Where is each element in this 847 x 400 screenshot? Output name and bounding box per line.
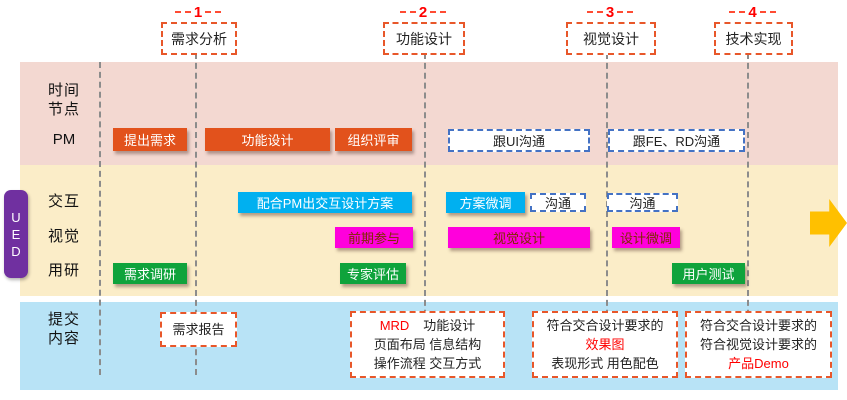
research-task-expert-evaluation: 专家评估 — [340, 263, 406, 284]
deliverable-mrd: MRD 功能设计 页面布局 信息结构 操作流程 交互方式 — [350, 311, 505, 378]
divider-line-phase-2 — [424, 53, 426, 375]
divider-line-phase-3 — [606, 53, 608, 375]
row-label-deliverables-line1: 提交 — [47, 311, 80, 328]
deliverable-product-demo: 符合交合设计要求的 符合视觉设计要求的 产品Demo — [685, 311, 832, 378]
phase-2-number: 2 — [383, 3, 463, 21]
deliverable-line: MRD 功能设计 — [380, 316, 476, 335]
ued-letter-u: U — [11, 209, 21, 225]
phase-4-number: 4 — [714, 3, 791, 21]
deliverable-requirement-report: 需求报告 — [160, 312, 237, 347]
interaction-task-communicate-2: 沟通 — [607, 193, 678, 212]
phase-box-functional-design: 功能设计 — [383, 22, 465, 55]
pm-task-communicate-fe-rd: 跟FE、RD沟通 — [608, 129, 745, 152]
interaction-task-design-plan: 配合PM出交互设计方案 — [238, 192, 412, 213]
deliverable-line: 符合视觉设计要求的 — [699, 337, 817, 352]
row-label-deliverables: 提交 内容 — [28, 310, 100, 348]
visual-task-design-tweak: 设计微调 — [612, 227, 680, 248]
deliverable-line: 页面布局 信息结构 — [373, 337, 482, 352]
deliverable-text: 需求报告 — [172, 322, 225, 337]
dash-tick — [617, 11, 634, 13]
pm-task-organize-review: 组织评审 — [335, 128, 412, 151]
research-task-user-testing: 用户测试 — [672, 263, 745, 284]
row-label-deliverables-line2: 内容 — [47, 330, 80, 347]
dash-tick — [205, 11, 222, 13]
deliverable-line: 符合交合设计要求的 — [699, 318, 817, 333]
divider-line-phase-4 — [747, 53, 749, 375]
deliverable-text-red: 产品Demo — [728, 356, 789, 371]
deliverable-line: 操作流程 交互方式 — [373, 356, 482, 371]
row-label-visual: 视觉 — [47, 228, 80, 245]
phase-box-requirement-analysis: 需求分析 — [161, 22, 237, 55]
pm-task-communicate-ui: 跟UI沟通 — [448, 129, 590, 152]
deliverable-line: 符合交合设计要求的 — [546, 318, 664, 333]
deliverable-text: 功能设计 — [423, 318, 476, 333]
phase-number-text: 1 — [193, 3, 203, 21]
deliverable-line: 表现形式 用色配色 — [551, 356, 659, 371]
dash-tick — [586, 11, 603, 13]
phase-box-technical-implementation: 技术实现 — [714, 22, 793, 55]
pm-task-functional-design: 功能设计 — [205, 128, 330, 151]
ued-group-tab: U E D — [4, 190, 28, 278]
divider-line-phase-1 — [195, 53, 197, 375]
interaction-task-communicate-1: 沟通 — [530, 193, 586, 212]
divider-line-left — [99, 62, 101, 375]
phase-box-visual-design: 视觉设计 — [566, 22, 656, 55]
row-label-time-line1: 时间 — [47, 82, 80, 99]
dash-tick — [729, 11, 746, 13]
dash-tick — [174, 11, 191, 13]
phase-1-number: 1 — [161, 3, 235, 21]
row-label-time-line2: 节点 — [47, 101, 80, 118]
dash-tick — [759, 11, 776, 13]
pm-task-propose-requirement: 提出需求 — [113, 128, 187, 151]
interaction-task-plan-tweak: 方案微调 — [446, 192, 525, 213]
deliverable-text-red: 效果图 — [585, 337, 625, 352]
dash-tick — [430, 11, 447, 13]
row-label-pm: PM — [52, 131, 76, 148]
deliverable-effect-images: 符合交合设计要求的 效果图 表现形式 用色配色 — [532, 311, 678, 378]
ued-letter-e: E — [11, 226, 21, 242]
research-task-requirement-survey: 需求调研 — [113, 263, 187, 284]
phase-3-number: 3 — [566, 3, 654, 21]
visual-task-early-participation: 前期参与 — [335, 227, 413, 248]
deliverable-text-red: MRD — [379, 318, 410, 333]
dash-tick — [399, 11, 416, 13]
phase-number-text: 4 — [748, 3, 757, 21]
phase-number-text: 3 — [605, 3, 615, 21]
row-label-user-research: 用研 — [47, 262, 80, 279]
phase-number-text: 2 — [418, 3, 428, 21]
row-label-interaction: 交互 — [47, 193, 80, 210]
visual-task-visual-design: 视觉设计 — [448, 227, 590, 248]
row-label-time-node: 时间 节点 — [28, 81, 100, 119]
ued-letter-d: D — [11, 243, 21, 259]
